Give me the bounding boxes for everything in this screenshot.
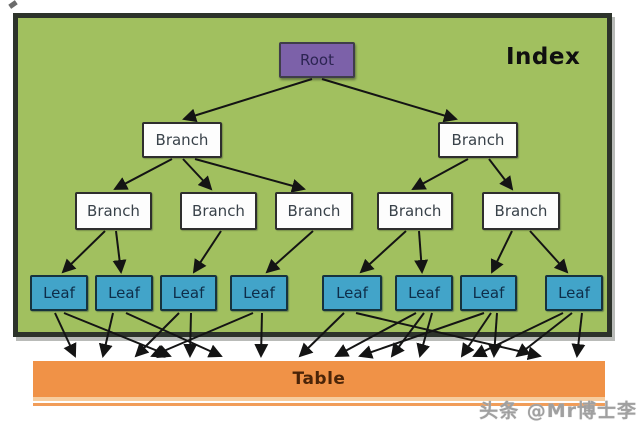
edge-arrow bbox=[416, 312, 433, 358]
leaf-node-l2: Leaf bbox=[95, 275, 153, 311]
edge-arrow bbox=[113, 158, 173, 190]
edge-arrow bbox=[182, 78, 313, 123]
leaf-node-l3: Leaf bbox=[160, 275, 217, 311]
branch-node-b-l2b: Branch bbox=[438, 122, 518, 158]
edge-arrow bbox=[515, 312, 573, 358]
leaf-node-l4: Leaf bbox=[230, 275, 288, 311]
branch-node-b1: Branch bbox=[75, 192, 152, 230]
branch-node-b5: Branch bbox=[482, 192, 560, 230]
edge-arrow bbox=[298, 312, 345, 358]
edge-arrow bbox=[182, 158, 213, 191]
leaf-node-l1: Leaf bbox=[30, 275, 88, 311]
edge-arrow bbox=[411, 158, 469, 190]
edge-arrow bbox=[112, 230, 127, 274]
edge-arrow bbox=[472, 312, 564, 358]
leaf-node-l5: Leaf bbox=[322, 275, 382, 311]
edge-arrow bbox=[321, 78, 458, 123]
edge-arrow bbox=[490, 230, 513, 274]
edge-arrow bbox=[355, 312, 542, 361]
edge-arrow bbox=[192, 230, 222, 274]
edge-arrow bbox=[488, 158, 514, 191]
edge-arrow bbox=[125, 312, 223, 358]
edge-arrow bbox=[265, 230, 314, 274]
edge-arrow bbox=[54, 312, 77, 358]
edge-arrow bbox=[359, 230, 407, 274]
table-label: Table bbox=[292, 369, 346, 389]
leaf-node-l6: Leaf bbox=[395, 275, 453, 311]
edge-arrow bbox=[414, 230, 429, 274]
watermark-text: 头条 @Mr博士李 bbox=[479, 400, 637, 422]
edge-arrow bbox=[254, 312, 269, 358]
edge-arrow bbox=[61, 230, 106, 274]
index-title: Index bbox=[506, 44, 581, 70]
edge-arrow bbox=[571, 312, 586, 358]
branch-node-b4: Branch bbox=[377, 192, 453, 230]
table-bar: Table bbox=[33, 361, 605, 401]
edge-arrow bbox=[183, 312, 198, 358]
edge-arrow bbox=[529, 230, 569, 274]
edge-arrow bbox=[134, 312, 180, 358]
leaf-node-l7: Leaf bbox=[460, 275, 517, 311]
edge-arrow bbox=[358, 312, 485, 359]
edge-arrow bbox=[460, 312, 492, 358]
edge-arrow bbox=[334, 312, 417, 357]
table-underline bbox=[33, 403, 605, 406]
branch-node-b3: Branch bbox=[275, 192, 353, 230]
edge-arrow bbox=[150, 312, 254, 358]
leaf-node-l8: Leaf bbox=[545, 275, 603, 311]
edge-arrow bbox=[98, 312, 114, 358]
branch-node-b2: Branch bbox=[180, 192, 257, 230]
edge-arrow bbox=[390, 312, 425, 358]
edge-arrow bbox=[63, 312, 172, 358]
edge-arrow bbox=[194, 158, 306, 193]
edge-arrow bbox=[487, 312, 502, 358]
root-node-root: Root bbox=[279, 42, 355, 78]
branch-node-b-l2a: Branch bbox=[142, 122, 222, 158]
